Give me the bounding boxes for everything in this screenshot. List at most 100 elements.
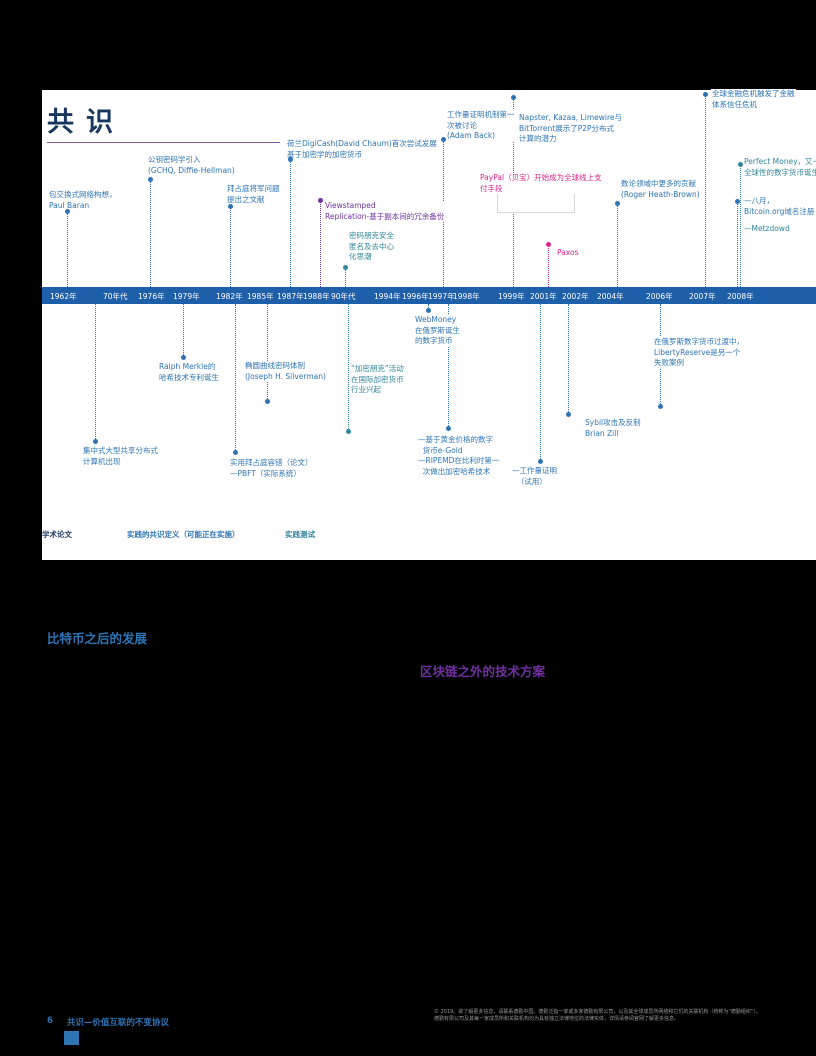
year-label-1997年: 1997年 [428,292,455,301]
event-dot-paxos [545,241,551,247]
event-line-mainframe-computing [95,304,96,441]
event-line-public-key-crypto [150,179,151,287]
event-whitepaper-metzdowd: —Metzdowd [743,224,791,235]
year-label-1982年: 1982年 [216,292,243,301]
year-label-1988年: 1988年 [303,292,330,301]
year-label-2008年: 2008年 [727,292,754,301]
doc-title: 共识—价值互联的不变协议 [66,1018,169,1028]
event-line-ecc [267,304,268,401]
year-label-1962年: 1962年 [50,292,77,301]
event-line-paul-baran [67,211,68,287]
event-line-bitcoin-domain [737,201,738,287]
copyright-disclaimer: © 2019。欲了解更多信息，请联系德勤中国。德勤泛指一家或多家德勤有限公司，以… [434,1009,812,1023]
event-cypherpunk-thought: 密码朋克安全匿名及去中心化思潮 [348,231,395,263]
event-dot-viewstamped-replication [317,197,323,203]
title-underline [47,142,280,143]
event-dot-pow-trial [537,458,543,464]
year-label-1996年: 1996年 [402,292,429,301]
event-line-number-theory [617,203,618,287]
event-public-key-crypto: 公钥密码学引入(GCHQ, Diffie-Hellman) [147,155,236,176]
year-label-1976年: 1976年 [138,292,165,301]
event-dot-mainframe-computing [92,438,98,444]
event-ecc: 椭圆曲线密码体制(Joseph H. Silverman) [244,361,327,382]
event-dot-egold-ripemd [445,425,451,431]
event-paxos: Paxos [556,248,580,259]
event-paypal: PayPal（贝宝）开始成为全球线上支付手段 [479,173,603,194]
event-digicash: 荷兰DigiCash(David Chaum)首次尝试发展基于加密学的加密货币 [286,139,438,160]
event-dot-paul-baran [64,208,70,214]
event-dot-bitcoin-domain [734,198,740,204]
legend-item-navy: 学术论文 [42,530,72,539]
event-line-byzantine-generals [230,206,231,287]
event-perfect-money: Perfect Money，又一个全球性的数字货币诞生 [743,157,816,178]
event-liberty-reserve: 在俄罗斯数字货币过渡中，LibertyReserve是另一个失败案例 [653,337,745,369]
year-label-1979年: 1979年 [173,292,200,301]
event-line-egold-ripemd [448,304,449,428]
legend-item-blue: 实践的共识定义（可能正在实施） [127,530,240,539]
event-dot-cypherpunk-movement [345,428,351,434]
event-dot-ecc [264,398,270,404]
event-number-theory: 数论领域中更多的贡献(Roger Heath-Brown) [620,179,701,200]
year-label-2001年: 2001年 [530,292,557,301]
year-label-1994年: 1994年 [374,292,401,301]
event-dot-number-theory [614,200,620,206]
event-paul-baran: 包交换式网络构想，Paul Baran [48,190,118,211]
event-dot-public-key-crypto [147,176,153,182]
event-line-perfect-money [740,164,741,287]
event-bitcoin-domain: —八月，Bitcoin.org域名注册 [743,196,816,217]
page-number: 6 [47,1016,53,1026]
disclaimer-line-2: 德勤有限公司及其每一家成员所和关联机构均为具有独立法律地位的法律实体，详情请参阅… [434,1016,680,1022]
year-label-1987年: 1987年 [277,292,304,301]
event-line-paxos [548,244,549,287]
event-dot-perfect-money [737,161,743,167]
year-label-2002年: 2002年 [562,292,589,301]
event-merkle-patent: Ralph Merkle的哈希技术专利诞生 [158,362,220,383]
event-dot-p2p-networks [510,94,516,100]
event-pow-first-discussed: 工作量证明机制第一次被讨论(Adam Back) [446,110,516,142]
year-label-90年代: 90年代 [331,292,356,301]
year-label-2004年: 2004年 [597,292,624,301]
event-line-pbft [235,304,236,452]
section-heading-bitcoin-after: 比特币之后的发展 [47,631,148,646]
event-line-cypherpunk-thought [345,267,346,287]
event-dot-pow-first-discussed [440,136,446,142]
event-line-viewstamped-replication [320,200,321,287]
page-footer: 6 共识—价值互联的不变协议 [47,1016,169,1028]
event-line-sybil-attack [568,304,569,414]
event-mainframe-computing: 集中式大型共享分布式计算机出现 [82,446,159,467]
event-line-financial-crisis [705,94,706,287]
event-line-pow-trial [540,304,541,461]
section-heading-beyond-blockchain: 区块链之外的技术方案 [420,664,546,679]
year-label-2006年: 2006年 [646,292,673,301]
event-byzantine-generals: 拜占庭将军问题提出之文献 [226,184,281,205]
page-title: 共识 [47,107,125,138]
event-cypherpunk-movement: “加密朋克”活动在国际加密货币行业兴起 [350,364,405,396]
event-dot-financial-crisis [702,91,708,97]
year-label-1999年: 1999年 [498,292,525,301]
year-label-2007年: 2007年 [689,292,716,301]
event-dot-digicash [287,156,293,162]
year-label-70年代: 70年代 [103,292,128,301]
event-dot-merkle-patent [180,354,186,360]
event-dot-pbft [232,449,238,455]
event-financial-crisis: 全球金融危机触发了金融体系信任危机 [711,89,796,110]
event-pow-trial: —工作量证明 （试用） [511,466,558,487]
event-dot-cypherpunk-thought [342,264,348,270]
event-line-webmoney [428,304,429,310]
event-dot-sybil-attack [565,411,571,417]
event-dot-liberty-reserve [657,403,663,409]
year-label-1998年: 1998年 [453,292,480,301]
event-pbft: 实用拜占庭容错（论文）—PBFT（实际系统） [229,458,314,479]
event-egold-ripemd: —基于黄金价格的数字 货币e-Gold—RIPEMD在比利时第一 次做出加密哈希… [417,435,501,477]
legend-item-teal: 实践测试 [285,530,315,539]
event-line-digicash [290,159,291,287]
event-line-merkle-patent [183,304,184,357]
brand-logo-square [64,1031,79,1045]
disclaimer-line-1: © 2019。欲了解更多信息，请联系德勤中国。德勤泛指一家或多家德勤有限公司，以… [434,1009,762,1015]
